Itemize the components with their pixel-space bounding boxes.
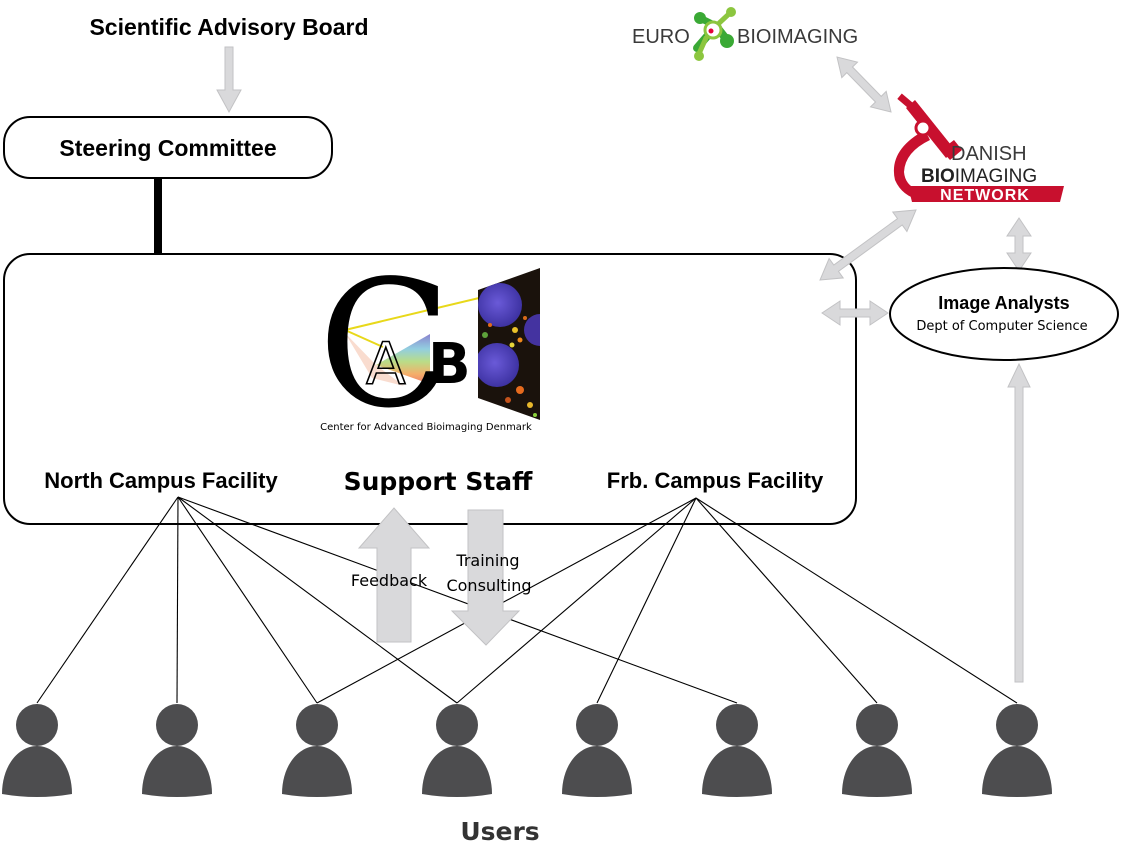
advisory-board-label: Scientific Advisory Board: [89, 14, 368, 40]
microscope-icon: [893, 93, 1064, 202]
user-head: [576, 704, 618, 746]
image-analysts-title: Image Analysts: [938, 293, 1069, 313]
user-head: [996, 704, 1038, 746]
center-box[interactable]: [3, 253, 857, 525]
user-icon[interactable]: [2, 704, 72, 797]
user-head: [716, 704, 758, 746]
user-icon[interactable]: [142, 704, 212, 797]
north-campus-user-line: [177, 496, 458, 704]
users-label: Users: [460, 817, 539, 846]
center-analysts-double-arrow: [821, 300, 889, 326]
user-head: [296, 704, 338, 746]
danish-analysts-double-arrow: [1006, 217, 1032, 272]
user-body: [2, 746, 72, 797]
north-campus-user-line: [177, 496, 318, 704]
light-ray: [344, 292, 501, 331]
image-analysts-node[interactable]: Image Analysts Dept of Computer Science: [889, 267, 1119, 361]
training-label: Training: [455, 551, 519, 570]
frb-campus-user-line: [456, 497, 697, 704]
frb-campus-facility-label: Frb. Campus Facility: [607, 468, 824, 493]
feedback-arrow: [357, 507, 431, 643]
user-head: [156, 704, 198, 746]
user-icon[interactable]: [702, 704, 772, 797]
user-body: [422, 746, 492, 797]
user-head: [436, 704, 478, 746]
euro-bioimaging-logo[interactable]: EURO BIOIMAGING: [632, 7, 858, 61]
danish-bioimaging-network-logo[interactable]: DANISH BIOIMAGING NETWORK: [893, 93, 1064, 204]
advisory-to-steering-arrow: [216, 46, 242, 114]
steering-connector: [154, 178, 162, 255]
microscopy-image: [478, 268, 540, 420]
frb-campus-user-line: [316, 497, 697, 704]
euro-danish-double-arrow: [836, 56, 892, 113]
logo-letter-c: C: [318, 244, 452, 447]
consulting-label: Consulting: [446, 576, 531, 595]
frb-campus-user-line: [695, 497, 1018, 704]
euro-bioimaging-molecule-icon: [693, 7, 736, 61]
user-icon[interactable]: [982, 704, 1052, 797]
user-body: [702, 746, 772, 797]
north-campus-user-line: [36, 496, 179, 704]
euro-text: EURO: [632, 26, 690, 48]
user-icon[interactable]: [842, 704, 912, 797]
user-head: [16, 704, 58, 746]
user-body: [842, 746, 912, 797]
bioimaging-line: BIOIMAGING: [921, 166, 1037, 187]
training-consulting-arrow: [450, 509, 521, 646]
imaging-text: IMAGING: [955, 166, 1037, 187]
user-body: [562, 746, 632, 797]
danish-text: DANISH: [951, 143, 1027, 165]
cab-caption: Center for Advanced Bioimaging Denmark: [320, 422, 532, 433]
user-connections: [36, 496, 1018, 704]
north-campus-facility-label: North Campus Facility: [44, 468, 278, 493]
bioimaging-text: BIOIMAGING: [737, 26, 858, 48]
network-text: NETWORK: [940, 187, 1030, 204]
feedback-label: Feedback: [351, 571, 428, 590]
bio-text: BIO: [921, 166, 955, 187]
steering-committee-node[interactable]: Steering Committee: [3, 116, 333, 179]
steering-committee-label: Steering Committee: [59, 135, 276, 161]
user-icon[interactable]: [562, 704, 632, 797]
user-body: [982, 746, 1052, 797]
user-body: [142, 746, 212, 797]
user-icon[interactable]: [422, 704, 492, 797]
image-analysts-subtitle: Dept of Computer Science: [916, 319, 1087, 334]
logo-letter-b: B: [428, 332, 471, 397]
user-head: [856, 704, 898, 746]
cab-logo: C A B Center for Advanced Bioimaging Den…: [318, 244, 540, 447]
support-staff-label: Support Staff: [344, 467, 534, 496]
frb-campus-user-line: [596, 497, 697, 704]
users-row: [2, 704, 1052, 797]
danish-center-double-arrow: [819, 209, 917, 281]
logo-letter-a: A: [366, 330, 406, 398]
frb-campus-user-line: [695, 497, 878, 704]
light-ray: [344, 329, 384, 348]
user-to-analysts-arrow: [1007, 362, 1031, 683]
prism-spectrum: [376, 334, 430, 384]
user-icon[interactable]: [282, 704, 352, 797]
north-campus-user-line: [176, 496, 179, 704]
user-body: [282, 746, 352, 797]
north-campus-user-line: [177, 496, 738, 704]
